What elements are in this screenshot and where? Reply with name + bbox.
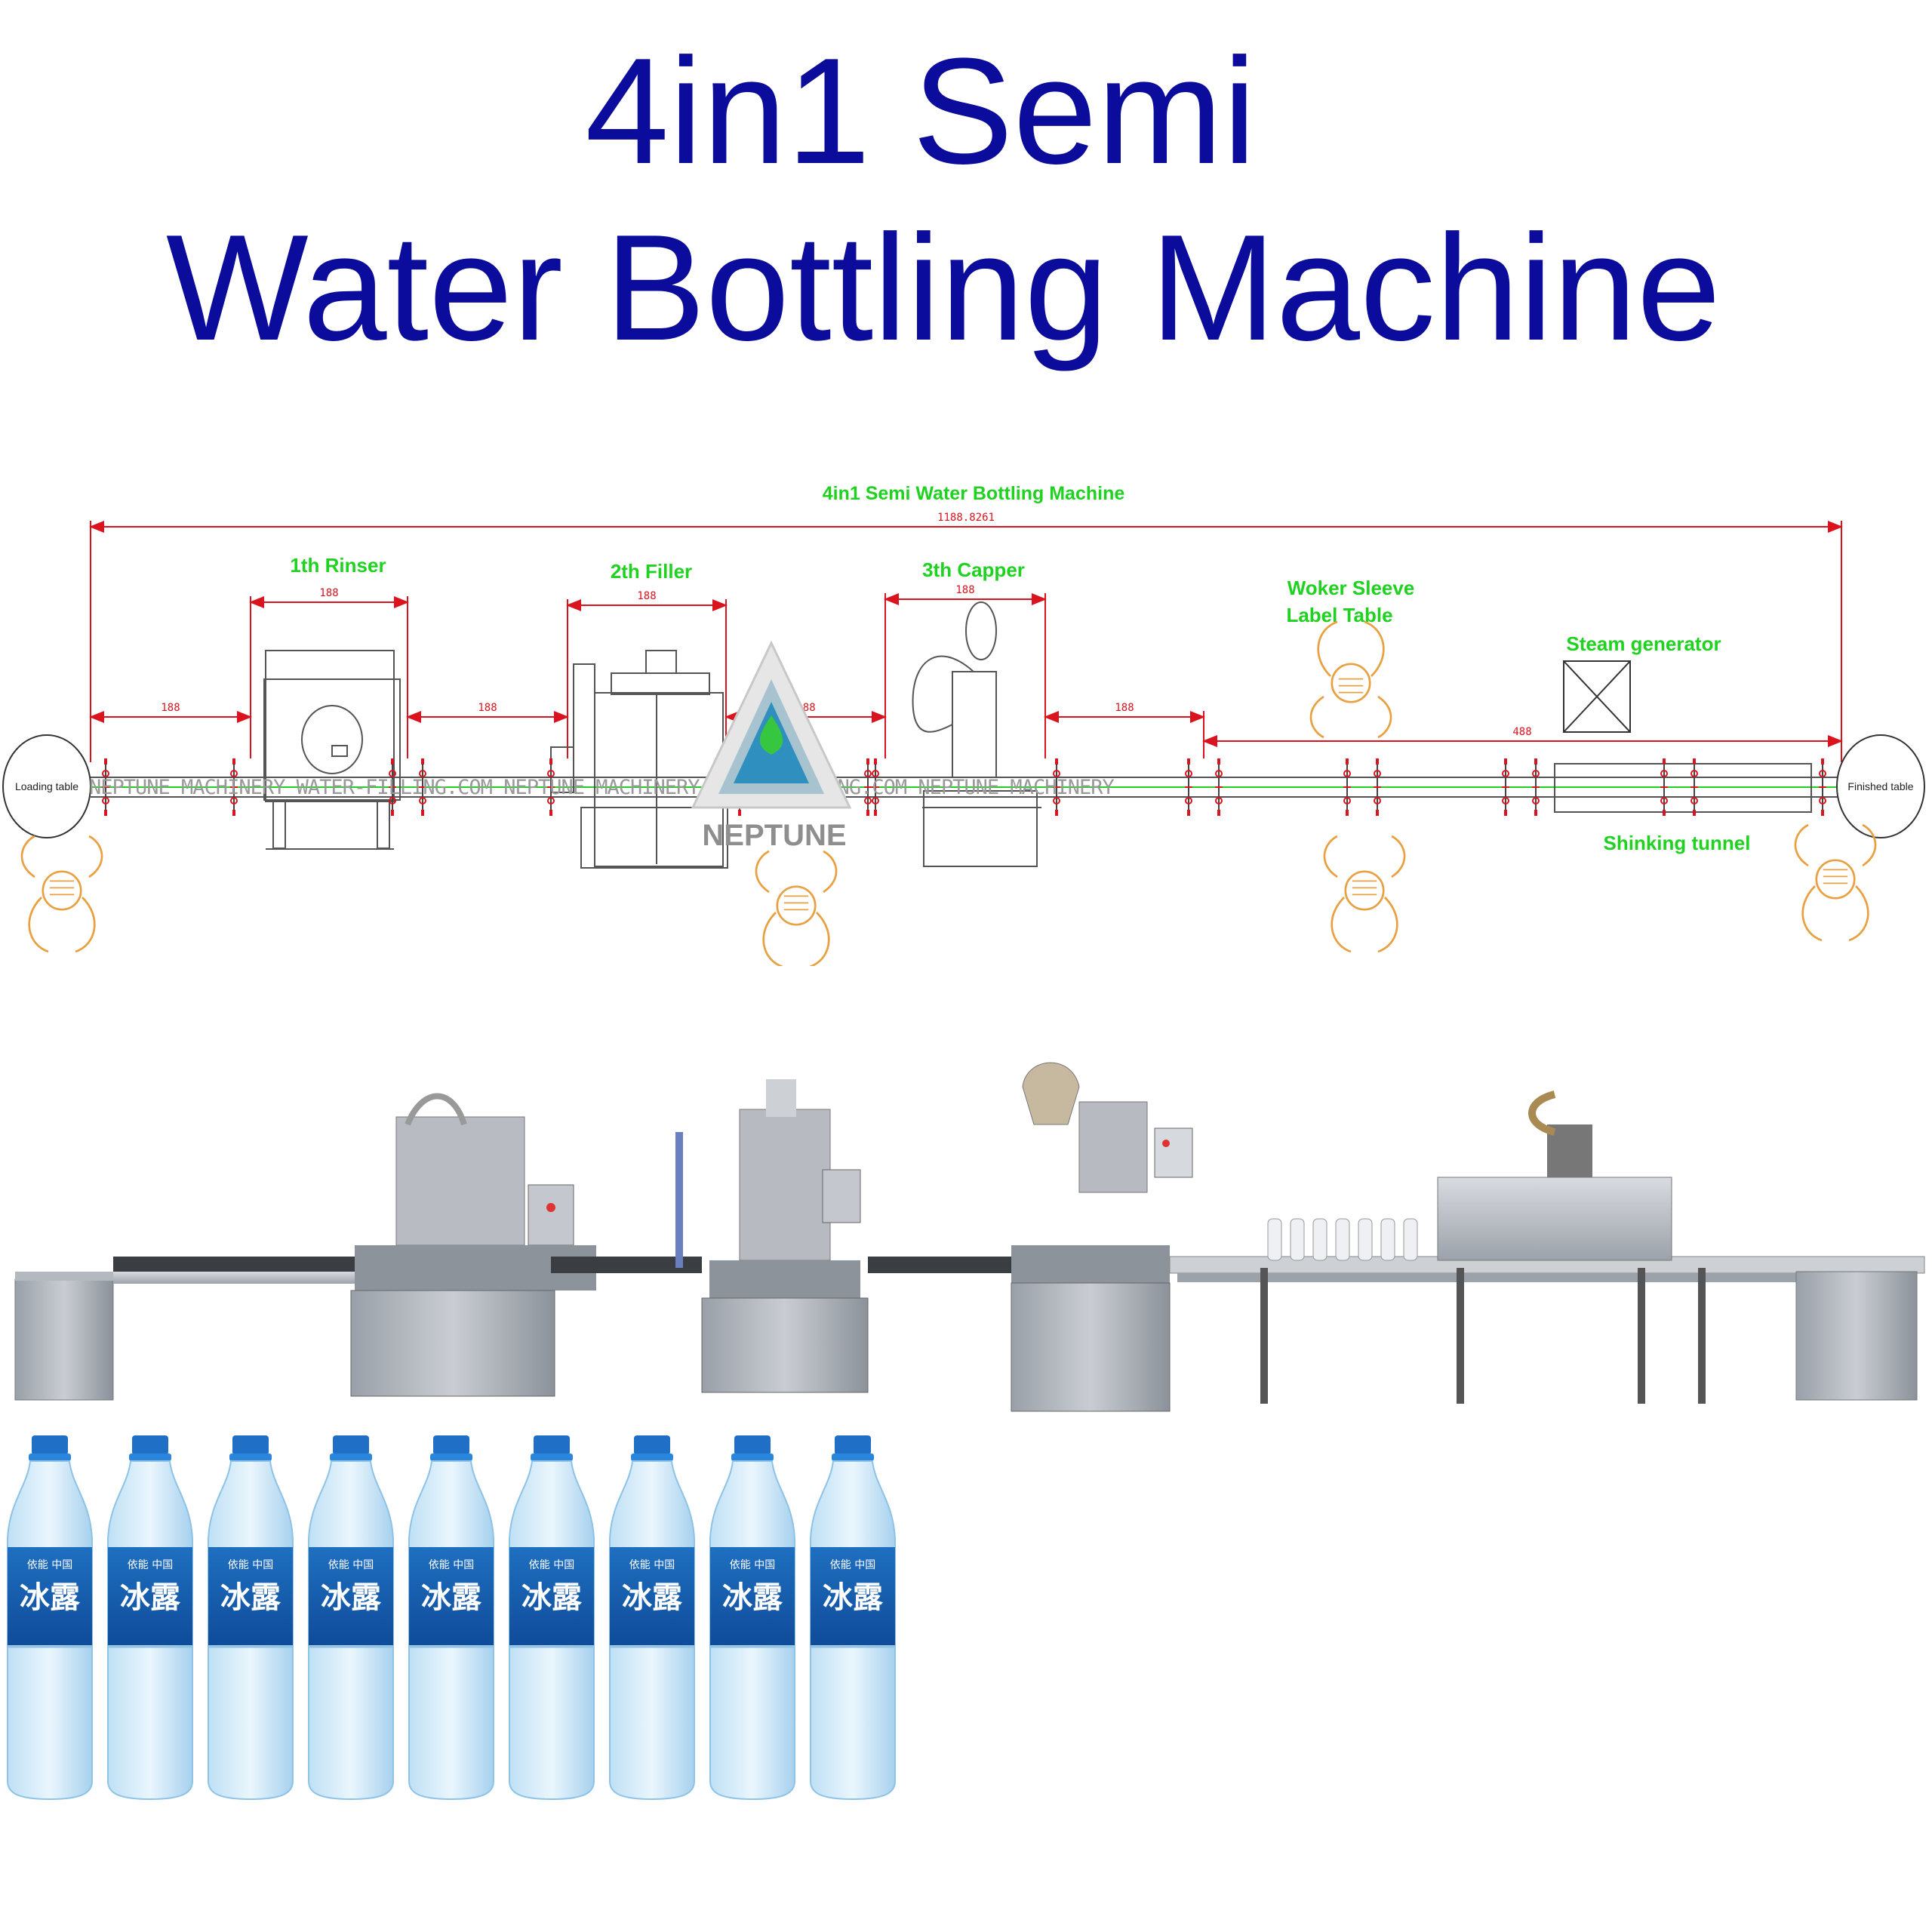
photo-finished-table — [1795, 1271, 1918, 1401]
dim-capper: 188 — [884, 584, 1047, 758]
bottle-brand-small: 依能 中国 — [730, 1559, 775, 1571]
bottle-brand: 冰露 — [622, 1580, 683, 1615]
svg-text:Finished table: Finished table — [1847, 780, 1913, 792]
photo-shrink-tunnel — [1437, 1091, 1672, 1261]
bottle-brand-small: 依能 中国 — [328, 1559, 374, 1571]
svg-text:188: 188 — [955, 584, 974, 596]
bottle-brand-small: 依能 中国 — [529, 1559, 574, 1571]
bottle-brand-small: 依能 中国 — [830, 1559, 875, 1571]
photo-conveyor-bottles — [1267, 1218, 1418, 1261]
label-steam: Steam generator — [1566, 632, 1721, 655]
svg-text:NEPTUNE: NEPTUNE — [702, 819, 846, 852]
steam-generator-outline — [1563, 660, 1631, 733]
photo-label-conveyor — [1169, 1256, 1925, 1404]
label-sleeve-1: Woker Sleeve — [1287, 577, 1415, 599]
layout-drawing: 4in1 Semi Water Bottling Machine 1188.82… — [2, 483, 1925, 966]
bottle-brand-small: 依能 中国 — [629, 1559, 675, 1571]
watermark-text: NEPTUNE MACHINERY WATER-FILLING.COM NEPT… — [89, 776, 1114, 799]
label-capper: 3th Capper — [922, 558, 1025, 581]
capper-outline — [912, 601, 1041, 867]
production-line-illustration — [14, 1062, 1925, 1412]
title-line-1: 4in1 Semi — [585, 27, 1257, 195]
svg-text:488: 488 — [1512, 726, 1531, 738]
photo-loading-table — [14, 1272, 114, 1401]
bottle-brand-small: 依能 中国 — [429, 1559, 474, 1571]
bottle-brand: 冰露 — [220, 1580, 281, 1615]
label-rinser: 1th Rinser — [290, 554, 386, 577]
label-filler: 2th Filler — [611, 560, 692, 583]
dim-filler: 188 — [566, 590, 728, 758]
photo-conveyor-1 — [113, 1257, 370, 1284]
photo-filler — [675, 1079, 869, 1393]
photo-rinser — [350, 1093, 596, 1397]
photo-conveyor-3 — [868, 1257, 1019, 1273]
bottle-brand: 冰露 — [20, 1580, 81, 1615]
svg-text:188: 188 — [161, 702, 180, 714]
loading-table: Loading table — [2, 734, 91, 838]
svg-text:Loading table: Loading table — [15, 780, 78, 792]
neptune-logo: NEPTUNE — [691, 640, 852, 852]
dim-rinser: 188 — [249, 587, 409, 758]
svg-text:188: 188 — [1115, 702, 1134, 714]
title-line-2: Water Bottling Machine — [165, 204, 1721, 372]
bottle-brand-small: 依能 中国 — [27, 1559, 72, 1571]
bottle-brand: 冰露 — [120, 1580, 181, 1615]
photo-conveyor-2 — [551, 1257, 702, 1273]
finished-table: Finished table — [1836, 734, 1925, 838]
photo-capper — [1011, 1062, 1193, 1412]
label-sleeve-2: Label Table — [1286, 604, 1392, 626]
bottle-brand: 冰露 — [321, 1580, 382, 1615]
dim-segments: 188 188 188 188 488 — [89, 702, 1843, 758]
svg-text:188: 188 — [637, 590, 656, 602]
bottle-brand: 冰露 — [823, 1580, 884, 1615]
rinser-outline — [263, 650, 401, 850]
layout-header: 4in1 Semi Water Bottling Machine — [823, 483, 1125, 504]
label-tunnel: Shinking tunnel — [1604, 832, 1751, 854]
svg-text:188: 188 — [478, 702, 497, 714]
filler-outline — [550, 650, 728, 869]
svg-text:188: 188 — [319, 587, 338, 599]
bottle-brand-small: 依能 中国 — [228, 1559, 273, 1571]
total-dimension: 1188.8261 — [937, 512, 995, 524]
bottle-brand: 冰露 — [421, 1580, 482, 1615]
bottle-brand: 冰露 — [722, 1580, 783, 1615]
bottle-brand: 冰露 — [521, 1580, 583, 1615]
bottle-brand-small: 依能 中国 — [128, 1559, 173, 1571]
shrink-tunnel-outline — [1554, 763, 1812, 813]
